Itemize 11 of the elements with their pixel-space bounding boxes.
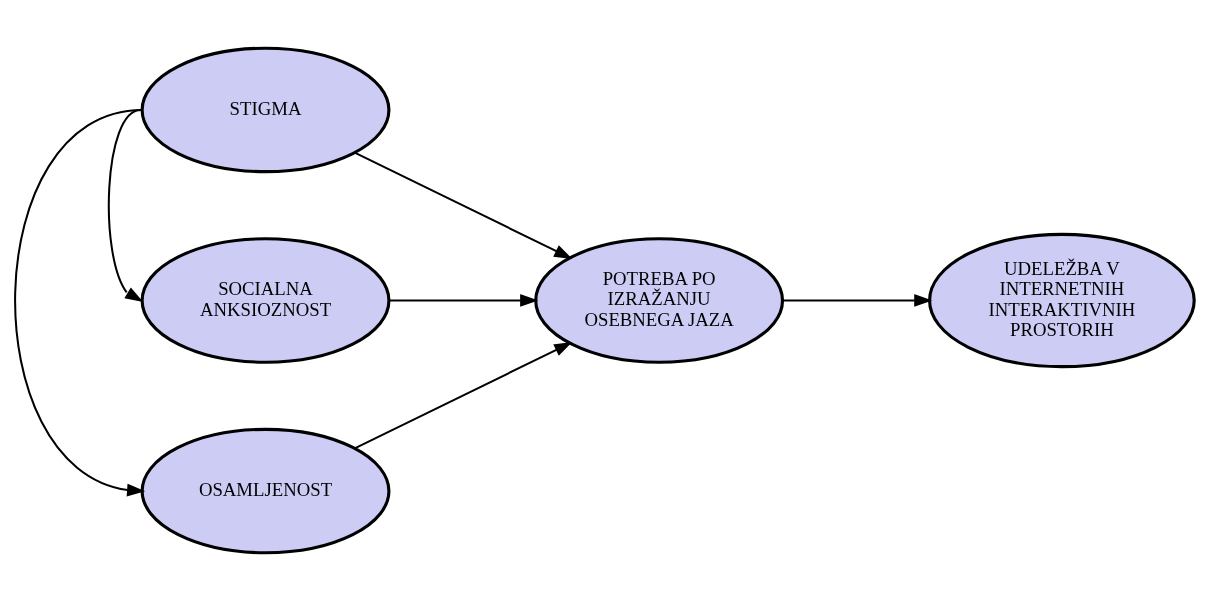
arrow — [389, 293, 539, 307]
node-ellipse: STIGMA — [140, 46, 391, 173]
node-ellipse: SOCIALNA ANKSIOZNOST — [140, 236, 391, 364]
arrow — [782, 293, 933, 307]
arrow — [354, 341, 573, 449]
arrow — [107, 108, 144, 302]
node-ellipse: UDELEŽBA V INTERNETNIH INTERAKTIVNIH PROSTORIH — [928, 232, 1196, 368]
node-ellipse: POTREBA PO IZRAŽANJU OSEBNEGA JAZA — [534, 236, 785, 364]
arrow — [354, 151, 573, 259]
arrow — [14, 108, 146, 496]
node-ellipse: OSAMLJENOST — [140, 427, 391, 554]
